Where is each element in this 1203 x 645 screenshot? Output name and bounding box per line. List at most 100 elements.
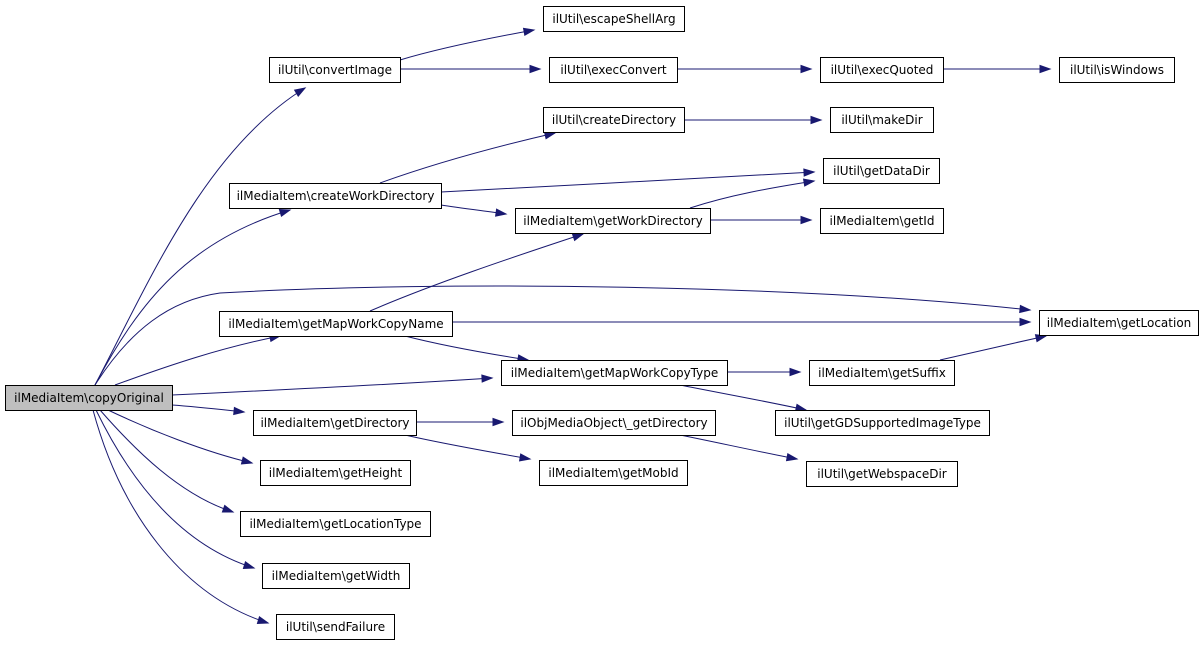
arrowhead-icon [240, 456, 254, 465]
arrowhead-icon [529, 64, 542, 74]
node-box[interactable] [240, 511, 431, 537]
node-getMapWorkCopyType[interactable]: ilMediaItem\getMapWorkCopyType [501, 360, 728, 386]
node-label: ilMediaItem\getWidth [272, 569, 401, 583]
node-getHeight[interactable]: ilMediaItem\getHeight [260, 460, 411, 486]
edge-line [689, 180, 815, 209]
edge-line [679, 384, 807, 411]
arrowhead-icon [278, 208, 292, 218]
node-makeDir[interactable]: ilUtil\makeDir [830, 107, 934, 133]
arrowhead-icon [785, 453, 799, 462]
node-box[interactable] [262, 563, 410, 589]
edge-copyOriginal-to-getHeight [107, 409, 254, 465]
edge-line [99, 409, 234, 513]
node-box[interactable] [276, 614, 395, 640]
node-isWindows[interactable]: ilUtil\isWindows [1059, 57, 1175, 83]
node-box[interactable] [809, 360, 955, 386]
node-box[interactable] [515, 208, 711, 234]
arrowhead-icon [495, 208, 508, 217]
node-label: ilUtil\execConvert [560, 63, 666, 77]
edge-copyOriginal-to-getMapWorkCopyName [114, 333, 282, 386]
node-getWebspaceDir[interactable]: ilUtil\getWebspaceDir [806, 461, 958, 487]
node-label: ilMediaItem\getMapWorkCopyType [511, 366, 719, 380]
edge-copyOriginal-to-getWidth [95, 409, 256, 570]
node-box[interactable] [820, 208, 944, 234]
edge-copyOriginal-to-getLocation [94, 285, 1032, 386]
edge-getWorkDirectory-to-getId [710, 215, 813, 225]
node-box[interactable] [5, 385, 173, 411]
edge-objGetDirectory-to-getWebspaceDir [679, 434, 799, 462]
node-box[interactable] [501, 360, 728, 386]
node-label: ilUtil\escapeShellArg [552, 12, 675, 26]
node-getDirectory[interactable]: ilMediaItem\getDirectory [253, 410, 417, 436]
node-box[interactable] [1059, 57, 1175, 83]
node-getMobId[interactable]: ilMediaItem\getMobId [539, 460, 688, 486]
node-objGetDirectory[interactable]: ilObjMediaObject\_getDirectory [512, 410, 716, 436]
node-getSuffix[interactable]: ilMediaItem\getSuffix [809, 360, 955, 386]
arrowhead-icon [803, 168, 816, 177]
node-label: ilMediaItem\getWorkDirectory [523, 214, 702, 228]
node-label: ilMediaItem\getId [830, 214, 935, 228]
node-label: ilUtil\getDataDir [833, 164, 930, 178]
node-box[interactable] [512, 410, 716, 436]
node-box[interactable] [253, 410, 417, 436]
node-getDataDir[interactable]: ilUtil\getDataDir [823, 158, 940, 184]
node-label: ilUtil\isWindows [1070, 63, 1164, 77]
edge-convertImage-to-execConvert [400, 64, 542, 74]
node-getWorkDirectory[interactable]: ilMediaItem\getWorkDirectory [515, 208, 711, 234]
node-execConvert[interactable]: ilUtil\execConvert [549, 57, 678, 83]
node-createDirectory[interactable]: ilUtil\createDirectory [543, 107, 685, 133]
node-box[interactable] [549, 57, 678, 83]
node-box[interactable] [775, 410, 990, 436]
node-box[interactable] [1039, 310, 1199, 336]
node-label: ilUtil\makeDir [841, 113, 922, 127]
node-label: ilUtil\getWebspaceDir [817, 467, 947, 481]
arrowhead-icon [1019, 304, 1032, 314]
node-sendFailure[interactable]: ilUtil\sendFailure [276, 614, 395, 640]
node-createWorkDirectory[interactable]: ilMediaItem\createWorkDirectory [229, 183, 442, 209]
node-convertImage[interactable]: ilUtil\convertImage [269, 57, 401, 83]
edge-createDirectory-to-makeDir [684, 115, 823, 125]
edge-line [171, 404, 245, 413]
node-escapeShellArg[interactable]: ilUtil\escapeShellArg [543, 6, 685, 32]
node-execQuoted[interactable]: ilUtil\execQuoted [820, 57, 944, 83]
edge-line [379, 132, 556, 184]
node-box[interactable] [823, 158, 940, 184]
node-box[interactable] [229, 183, 442, 209]
node-box[interactable] [543, 107, 685, 133]
edge-copyOriginal-to-createWorkDirectory [94, 208, 292, 386]
arrowhead-icon [1039, 64, 1052, 74]
node-getId[interactable]: ilMediaItem\getId [820, 208, 944, 234]
node-box[interactable] [806, 461, 958, 487]
node-box[interactable] [219, 311, 453, 337]
node-box[interactable] [543, 6, 685, 32]
node-getWidth[interactable]: ilMediaItem\getWidth [262, 563, 410, 589]
node-box[interactable] [830, 107, 934, 133]
node-getMapWorkCopyName[interactable]: ilMediaItem\getMapWorkCopyName [219, 311, 453, 337]
edge-line [114, 335, 281, 386]
node-box[interactable] [539, 460, 688, 486]
arrowhead-icon [221, 504, 235, 513]
edge-line [107, 409, 253, 464]
arrowhead-icon [518, 453, 532, 462]
node-getGDSupportedImageType[interactable]: ilUtil\getGDSupportedImageType [775, 410, 990, 436]
node-box[interactable] [269, 57, 401, 83]
edge-execConvert-to-execQuoted [677, 64, 813, 74]
edge-line [404, 335, 529, 361]
edge-copyOriginal-to-getMapWorkCopyType [171, 374, 494, 396]
edge-getSuffix-to-getLocation [939, 334, 1048, 361]
node-label: ilMediaItem\getMapWorkCopyName [228, 317, 443, 331]
node-label: ilUtil\convertImage [278, 63, 392, 77]
node-box[interactable] [820, 57, 944, 83]
arrowhead-icon [233, 406, 246, 416]
node-getLocationType[interactable]: ilMediaItem\getLocationType [240, 511, 431, 537]
node-getLocation[interactable]: ilMediaItem\getLocation [1039, 310, 1199, 336]
edge-line [94, 209, 291, 386]
edge-getMapWorkCopyName-to-getMapWorkCopyType [404, 335, 530, 363]
nodes: ilMediaItem\copyOriginal ilUtil\convertIm… [5, 6, 1199, 640]
edge-createWorkDirectory-to-getWorkDirectory [440, 204, 508, 217]
arrowhead-icon [800, 64, 813, 74]
node-box[interactable] [260, 460, 411, 486]
node-label: ilUtil\createDirectory [552, 113, 676, 127]
edge-line [94, 285, 1031, 386]
node-copyOriginal[interactable]: ilMediaItem\copyOriginal [5, 385, 173, 411]
